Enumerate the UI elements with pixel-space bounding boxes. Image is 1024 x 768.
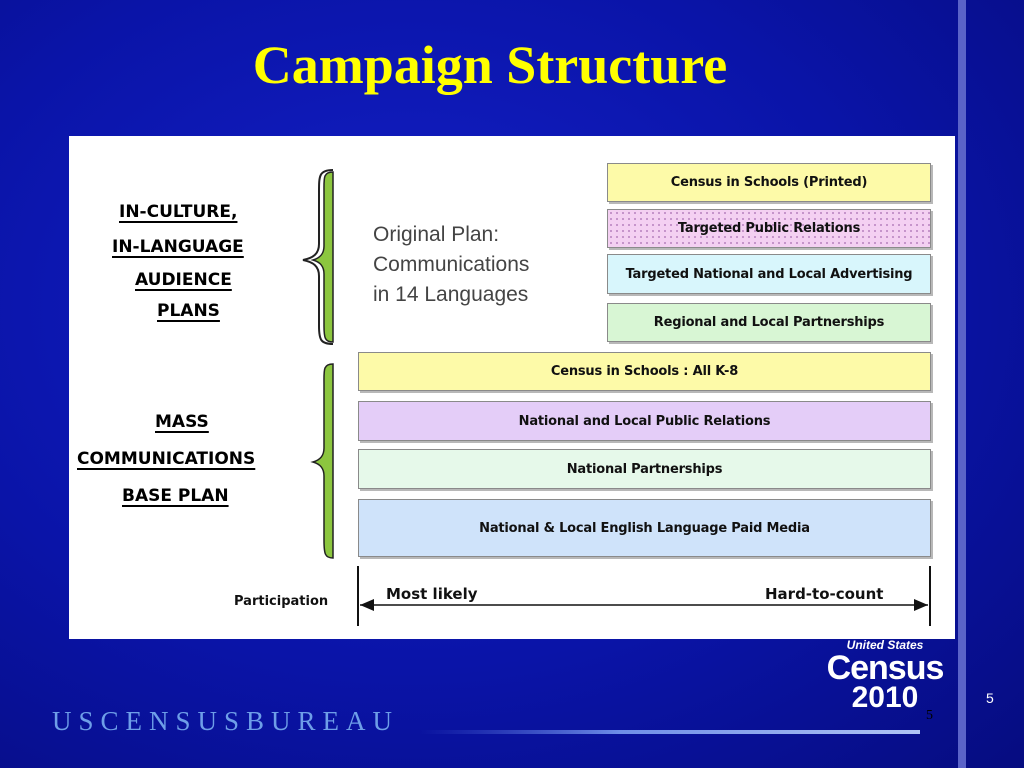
slide-title: Campaign Structure (252, 35, 728, 95)
participation-hard-to-count: Hard-to-count (765, 585, 884, 603)
original-plan-text: Original Plan: Communications in 14 Lang… (373, 220, 529, 310)
diagram-panel: IN-CULTURE, IN-LANGUAGE AUDIENCE PLANS M… (69, 136, 955, 639)
box-targeted-public-relations: Targeted Public Relations (607, 209, 931, 248)
footer-census-bureau: USCENSUSBUREAU (52, 706, 400, 736)
group1-line4: PLANS (157, 301, 220, 321)
page-number: 5 (986, 690, 994, 706)
vertical-accent-bar (958, 0, 966, 768)
participation-arrow (357, 566, 931, 626)
participation-label: Participation (234, 594, 329, 609)
group1-line3: AUDIENCE (135, 270, 232, 290)
page-number-secondary: 5 (926, 708, 933, 723)
group2-line2: COMMUNICATIONS (77, 449, 256, 469)
logo-united-states: United States (846, 638, 924, 652)
footer-rule (420, 730, 920, 734)
original-plan-line1: Original Plan: (373, 223, 500, 246)
group2-line3: BASE PLAN (122, 486, 229, 506)
box-census-in-schools-k8: Census in Schools : All K-8 (358, 352, 931, 391)
box-census-in-schools-printed: Census in Schools (Printed) (607, 163, 931, 202)
group1-line1: IN-CULTURE, (119, 202, 238, 222)
group1-line2: IN-LANGUAGE (112, 237, 244, 257)
box-targeted-national-local-advertising: Targeted National and Local Advertising (607, 254, 931, 294)
box-national-local-public-relations: National and Local Public Relations (358, 401, 931, 441)
box-regional-local-partnerships: Regional and Local Partnerships (607, 303, 931, 342)
logo-2010: 2010 (851, 681, 919, 714)
box-national-local-english-paid-media: National & Local English Language Paid M… (358, 499, 931, 557)
census-2010-logo: United States Census 2010 (825, 638, 945, 713)
brace-culture (302, 169, 334, 345)
participation-most-likely: Most likely (386, 585, 478, 603)
logo-census: Census (826, 649, 945, 687)
brace-mass (310, 363, 334, 559)
box-national-partnerships: National Partnerships (358, 449, 931, 489)
group2-line1: MASS (155, 412, 209, 432)
original-plan-line3: in 14 Languages (373, 283, 529, 306)
original-plan-line2: Communications (373, 253, 530, 276)
